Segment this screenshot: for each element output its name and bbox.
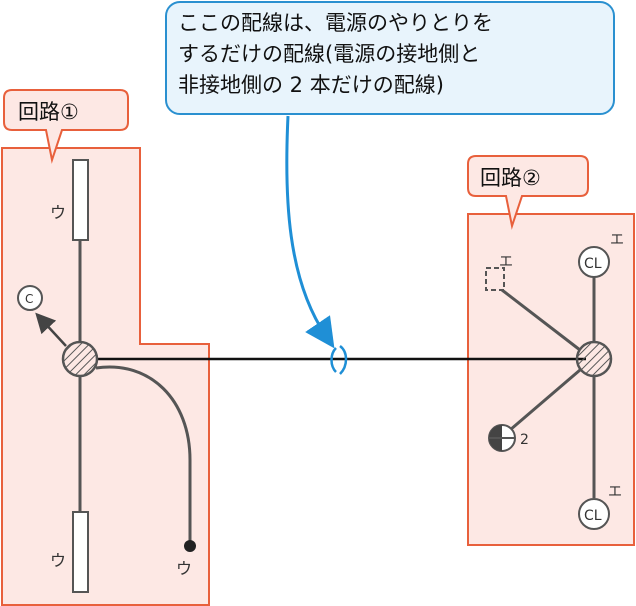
circuit2-tag — [467, 155, 589, 230]
c1-wire-switch — [95, 365, 192, 544]
junction-box-1 — [61, 340, 99, 378]
outlet-count-label: 2 — [520, 432, 529, 448]
c2-wire-switch — [501, 288, 581, 352]
switch-dot — [184, 540, 196, 552]
switch-label: ウ — [176, 559, 192, 578]
callout-line-3: 非接地側の 2 本だけの配線) — [178, 73, 444, 97]
e-label-left: エ — [499, 254, 513, 270]
c1-wire-lamp — [35, 312, 67, 347]
junction-box-2 — [575, 340, 613, 378]
callout-line-2: するだけの配線(電源の接地側と — [178, 42, 481, 66]
c2-wire-outlet — [509, 368, 581, 432]
callout-arrow — [285, 115, 335, 349]
lamp-c — [17, 285, 43, 311]
outlet-bottom-label: ウ — [50, 551, 66, 570]
switch-box — [485, 267, 505, 291]
e-label-top-right: エ — [610, 232, 624, 248]
e-label-bottom-right: エ — [608, 484, 622, 500]
outlet-top-label: ウ — [50, 203, 66, 222]
cl-top — [578, 246, 610, 278]
cl-top-label: CL — [584, 256, 602, 272]
two-wire-mark-2 — [330, 347, 337, 373]
lamp-c-label: C — [25, 292, 33, 306]
circuit1-tag-label: 回路① — [18, 100, 79, 124]
outlet-bottom — [72, 511, 89, 593]
circuit1-panel — [1, 147, 210, 606]
callout-line-1: ここの配線は、電源のやりとりを — [178, 11, 493, 35]
two-wire-mark — [339, 345, 348, 375]
cl-bottom — [578, 498, 610, 530]
circuit2-tag-label: 回路② — [480, 166, 541, 190]
circuit1-tag — [3, 89, 129, 164]
callout-text: ここの配線は、電源のやりとりを するだけの配線(電源の接地側と 非接地側の 2 … — [178, 8, 608, 101]
cl-bottom-label: CL — [584, 508, 602, 524]
outlet-top — [72, 159, 89, 241]
callout-box — [165, 1, 615, 115]
